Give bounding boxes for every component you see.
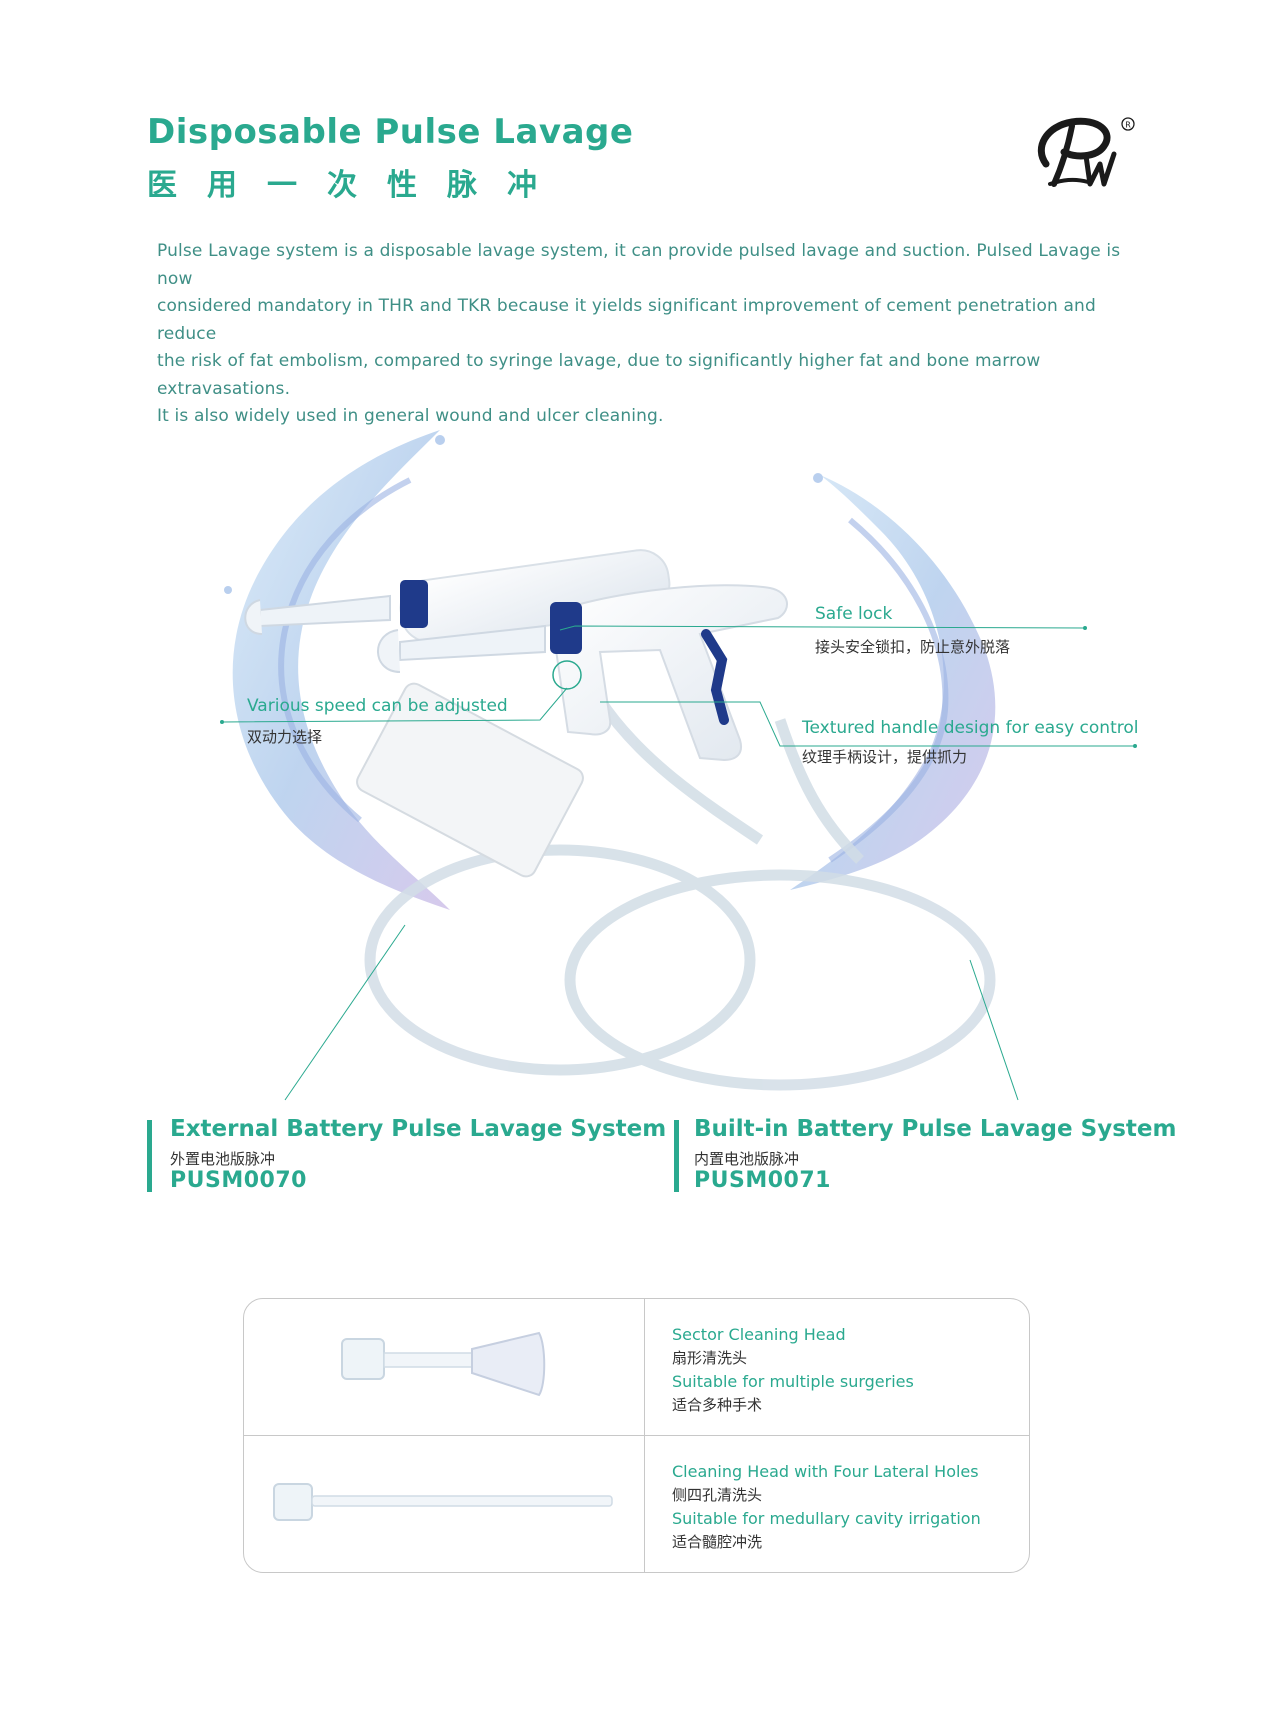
tubing xyxy=(364,696,996,1091)
accent-bar xyxy=(674,1120,679,1192)
callout-safe-lock: Safe lock xyxy=(815,604,893,624)
callout-speed: Various speed can be adjusted xyxy=(247,696,508,716)
system-builtin-code: PUSM0071 xyxy=(694,1168,831,1193)
page-title: Disposable Pulse Lavage xyxy=(147,112,634,152)
callout-safe-lock-cn: 接头安全锁扣，防止意外脱落 xyxy=(815,638,1011,656)
callout-dot xyxy=(220,720,224,724)
head-image-cell xyxy=(244,1299,645,1435)
product-illustration xyxy=(220,430,1137,1101)
head-use-en: Suitable for multiple surgeries xyxy=(672,1372,914,1391)
head-name-cn: 扇形清洗头 xyxy=(672,1349,748,1367)
system-external-code: PUSM0070 xyxy=(170,1168,307,1193)
intro-paragraph: Pulse Lavage system is a disposable lava… xyxy=(157,238,1127,431)
system-external-name: External Battery Pulse Lavage System xyxy=(170,1116,667,1142)
table-row: Cleaning Head with Four Lateral Holes 侧四… xyxy=(244,1436,1029,1572)
battery-box xyxy=(356,682,584,878)
brand-logo: R xyxy=(1037,117,1135,187)
intro-line: It is also widely used in general wound … xyxy=(157,406,664,426)
head-image-cell xyxy=(244,1436,645,1572)
head-use-cn: 适合髓腔冲洗 xyxy=(672,1533,763,1551)
system-external-cn: 外置电池版脉冲 xyxy=(170,1150,276,1168)
lavage-gun-builtin xyxy=(377,584,788,762)
system-builtin-cn: 内置电池版脉冲 xyxy=(694,1150,800,1168)
intro-line: Pulse Lavage system is a disposable lava… xyxy=(157,241,1121,289)
cleaning-heads-table: Sector Cleaning Head 扇形清洗头 Suitable for … xyxy=(243,1298,1030,1573)
head-use-en: Suitable for medullary cavity irrigation xyxy=(672,1509,981,1528)
callout-dot xyxy=(1083,626,1087,630)
four-hole-cleaning-head-image xyxy=(273,1483,613,1521)
head-use-cn: 适合多种手术 xyxy=(672,1396,763,1414)
callout-dot xyxy=(1133,744,1137,748)
intro-line: the risk of fat embolism, compared to sy… xyxy=(157,351,1041,399)
callout-lines xyxy=(221,625,1135,1101)
sector-cleaning-head-image xyxy=(341,1331,546,1397)
intro-line: considered mandatory in THR and TKR beca… xyxy=(157,296,1096,344)
head-name-en: Sector Cleaning Head xyxy=(672,1325,846,1344)
head-name-cn: 侧四孔清洗头 xyxy=(672,1486,763,1504)
lavage-gun-external xyxy=(244,549,671,643)
accent-bar xyxy=(147,1120,152,1192)
water-splash-left xyxy=(224,430,450,910)
callout-handle-cn: 纹理手柄设计，提供抓力 xyxy=(802,748,968,766)
table-row: Sector Cleaning Head 扇形清洗头 Suitable for … xyxy=(244,1299,1029,1436)
callout-handle: Textured handle design for easy control xyxy=(802,718,1139,738)
page-title-cn: 医用一次性脉冲 xyxy=(147,168,567,203)
head-text: Cleaning Head with Four Lateral Holes 侧四… xyxy=(672,1460,981,1554)
head-text: Sector Cleaning Head 扇形清洗头 Suitable for … xyxy=(672,1323,914,1417)
head-name-en: Cleaning Head with Four Lateral Holes xyxy=(672,1462,979,1481)
water-splash-right xyxy=(790,473,996,890)
callout-speed-cn: 双动力选择 xyxy=(247,728,323,746)
system-builtin-name: Built-in Battery Pulse Lavage System xyxy=(694,1116,1177,1142)
svg-text:R: R xyxy=(1125,121,1131,130)
